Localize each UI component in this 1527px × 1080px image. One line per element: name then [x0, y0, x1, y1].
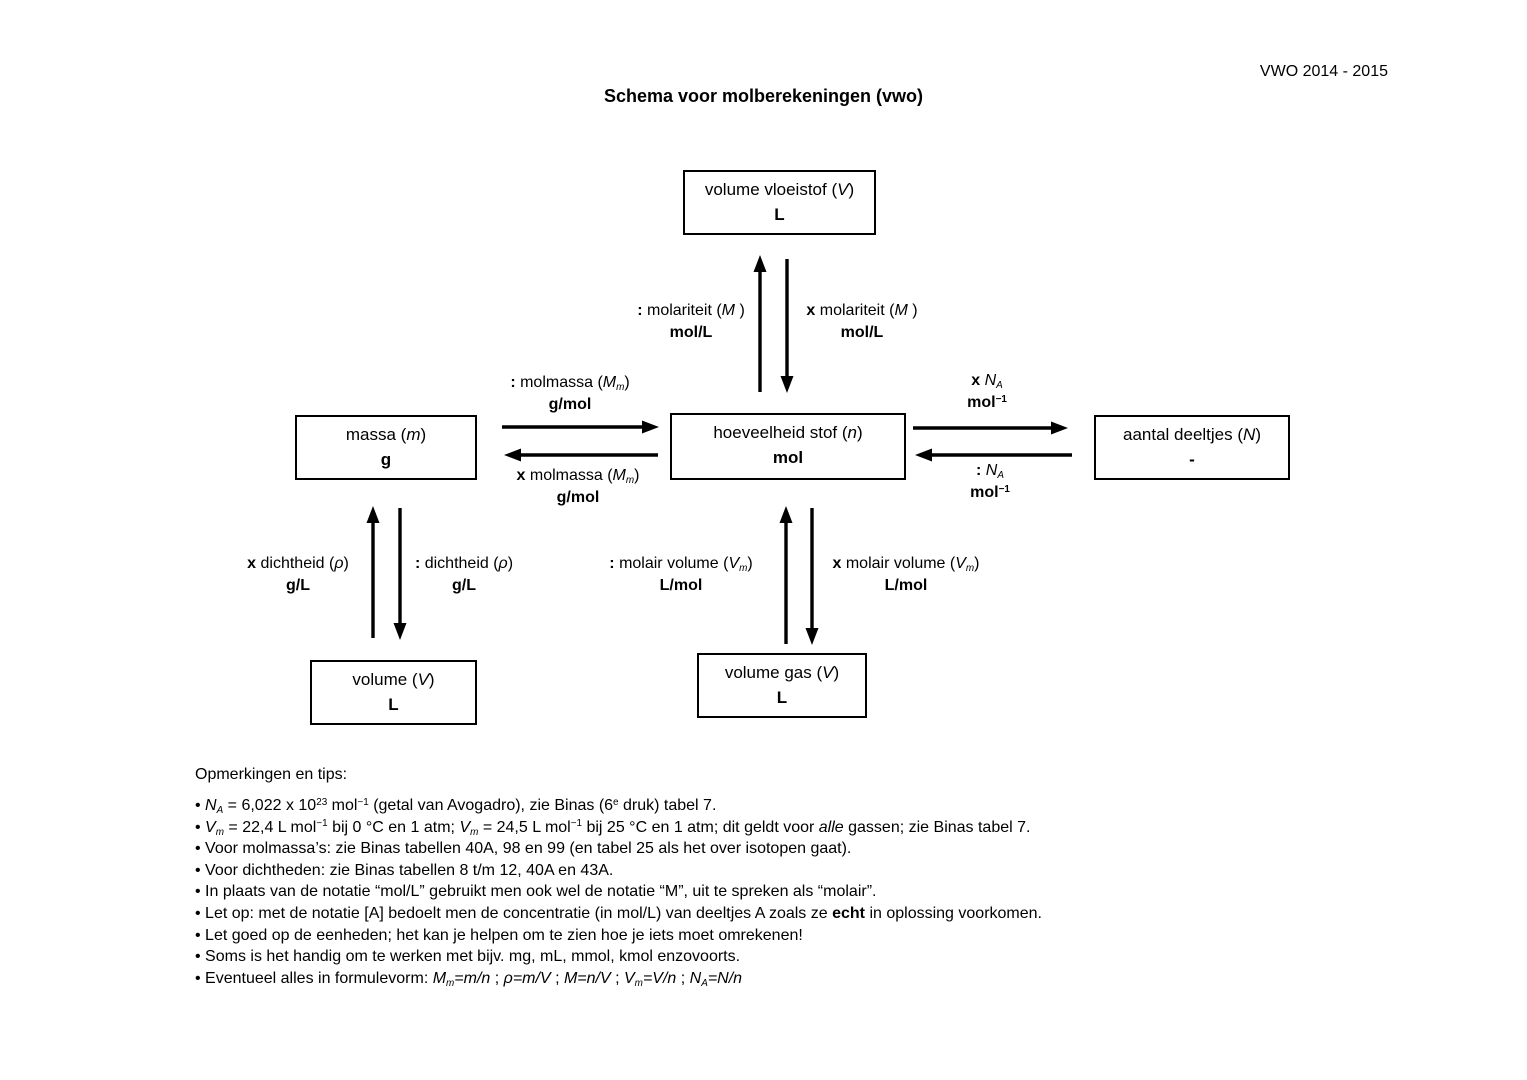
note-item: • Soms is het handig om te werken met bi… — [195, 948, 741, 966]
note-item: • In plaats van de notatie “mol/L” gebru… — [195, 883, 877, 901]
box-title: massa (m) — [345, 425, 427, 444]
box-unit: - — [1189, 450, 1195, 469]
label-unit: g/mol — [548, 396, 592, 413]
arrow-right-hoeveelheid-to-aantal — [913, 421, 1068, 435]
note-item: • Let goed op de eenheden; het kan je he… — [195, 926, 803, 944]
label-unit: mol−1 — [967, 393, 1007, 411]
label-text: : molmassa (Mm) — [510, 374, 630, 393]
label-unit: L/mol — [884, 577, 928, 594]
label-molair-volume-divide: : molair volume (Vm) L/mol — [581, 553, 781, 597]
box-massa: massa (m) g — [295, 415, 477, 480]
label-avogadro-multiply: x NA mol−1 — [887, 370, 1087, 414]
note-item: • Voor dichtheden: zie Binas tabellen 8 … — [195, 861, 614, 879]
page-title: Schema voor molberekeningen (vwo) — [603, 86, 924, 106]
box-hoeveelheid-stof: hoeveelheid stof (n) mol — [670, 413, 906, 480]
box-aantal-deeltjes: aantal deeltjes (N) - — [1094, 415, 1290, 480]
label-text: x molariteit (M ) — [806, 302, 918, 319]
label-text: : molair volume (Vm) — [609, 555, 753, 574]
label-text: : molariteit (M ) — [637, 302, 745, 319]
label-avogadro-divide: : NA mol−1 — [890, 460, 1090, 504]
note-item: • Vm = 22,4 L mol−1 bij 0 °C en 1 atm; V… — [195, 818, 1031, 838]
box-title: volume vloeistof (V) — [704, 180, 855, 199]
label-molair-volume-multiply: x molair volume (Vm) L/mol — [806, 553, 1006, 597]
label-text: : NA — [976, 462, 1004, 481]
notes-section: Opmerkingen en tips: • NA = 6,022 x 1023… — [195, 766, 1465, 989]
label-dichtheid-multiply: x dichtheid (ρ) g/L — [198, 553, 398, 597]
box-unit: mol — [772, 448, 804, 467]
arrow-left-hoeveelheid-to-massa — [504, 448, 658, 462]
course-year-label: VWO 2014 - 2015 — [1259, 63, 1388, 80]
box-title: hoeveelheid stof (n) — [713, 423, 863, 442]
note-item: • NA = 6,022 x 1023 mol−1 (getal van Avo… — [195, 796, 717, 816]
label-text: x molair volume (Vm) — [832, 555, 980, 574]
notes-heading: Opmerkingen en tips: — [195, 766, 348, 783]
box-title: volume (V) — [352, 670, 435, 689]
note-item: • Voor molmassa’s: zie Binas tabellen 40… — [195, 840, 852, 858]
box-unit: g — [380, 450, 392, 469]
label-text: x molmassa (Mm) — [516, 467, 640, 486]
label-molariteit-divide: : molariteit (M ) mol/L — [591, 300, 791, 344]
label-unit: g/L — [452, 577, 476, 594]
label-unit: mol−1 — [970, 483, 1010, 501]
box-title: aantal deeltjes (N) — [1123, 425, 1261, 444]
arrow-up-volumegas-to-hoeveelheid — [779, 506, 793, 644]
label-unit: g/mol — [556, 489, 600, 506]
label-dichtheid-divide: : dichtheid (ρ) g/L — [364, 553, 564, 597]
note-item: • Eventueel alles in formulevorm: Mm=m/n… — [195, 969, 743, 989]
box-unit: L — [776, 688, 788, 707]
label-unit: g/L — [286, 577, 310, 594]
label-unit: L/mol — [659, 577, 703, 594]
label-molmassa-divide: : molmassa (Mm) g/mol — [470, 372, 670, 416]
box-volume-gas: volume gas (V) L — [697, 653, 867, 718]
label-text: x dichtheid (ρ) — [247, 555, 349, 572]
box-volume: volume (V) L — [310, 660, 477, 725]
arrow-right-massa-to-hoeveelheid — [502, 420, 659, 434]
note-item: • Let op: met de notatie [A] bedoelt men… — [195, 904, 1042, 922]
box-title: volume gas (V) — [724, 663, 840, 682]
label-text: : dichtheid (ρ) — [414, 555, 514, 572]
label-molariteit-multiply: x molariteit (M ) mol/L — [762, 300, 962, 344]
label-unit: mol/L — [840, 324, 884, 341]
label-unit: mol/L — [669, 324, 713, 341]
label-text: x NA — [971, 372, 1003, 391]
box-volume-vloeistof: volume vloeistof (V) L — [683, 170, 876, 235]
box-unit: L — [774, 205, 785, 224]
label-molmassa-multiply: x molmassa (Mm) g/mol — [478, 465, 678, 509]
box-unit: L — [388, 695, 399, 714]
